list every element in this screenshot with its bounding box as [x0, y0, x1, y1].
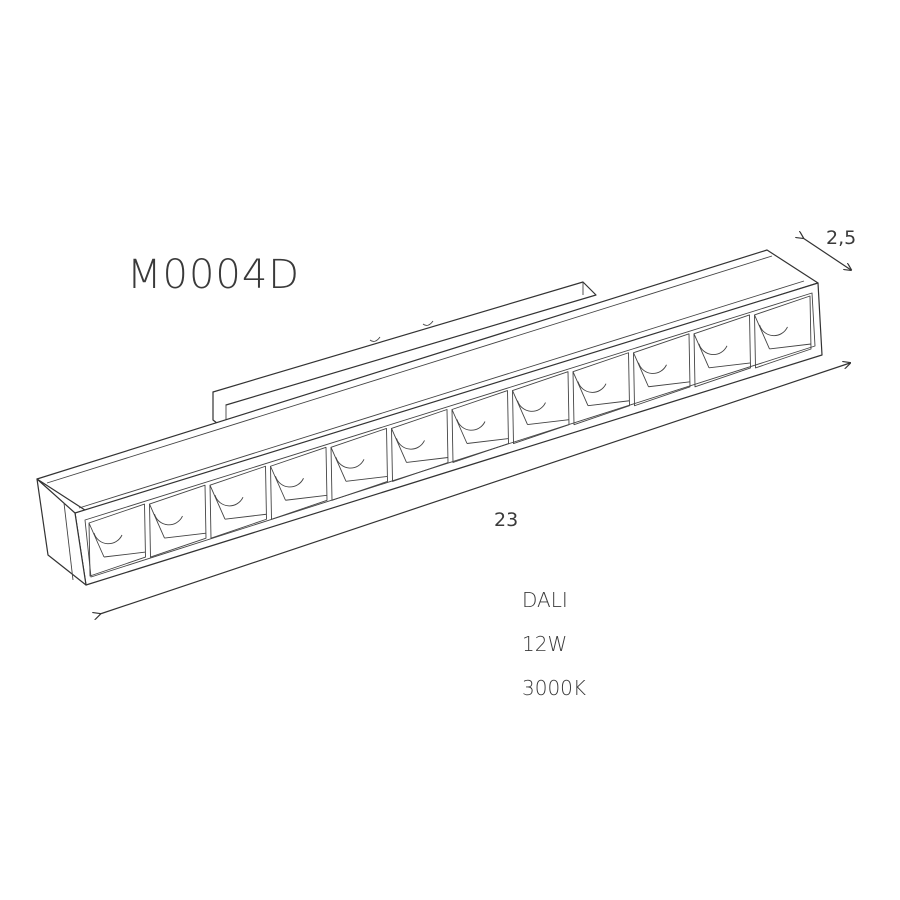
width-dimension: 2,5 [803, 227, 856, 270]
spec-list: DALI 12W 3000K [522, 586, 586, 718]
spec-color-temp: 3000K [522, 676, 587, 700]
led-cell [754, 295, 812, 369]
spec-protocol: DALI [522, 588, 568, 612]
luminaire-housing [36, 249, 823, 586]
spec-power: 12W [522, 632, 568, 656]
width-label: 2,5 [826, 227, 856, 249]
length-label: 23 [494, 509, 518, 531]
length-dimension: 23 [100, 363, 850, 614]
model-title: M0004D [127, 252, 301, 298]
